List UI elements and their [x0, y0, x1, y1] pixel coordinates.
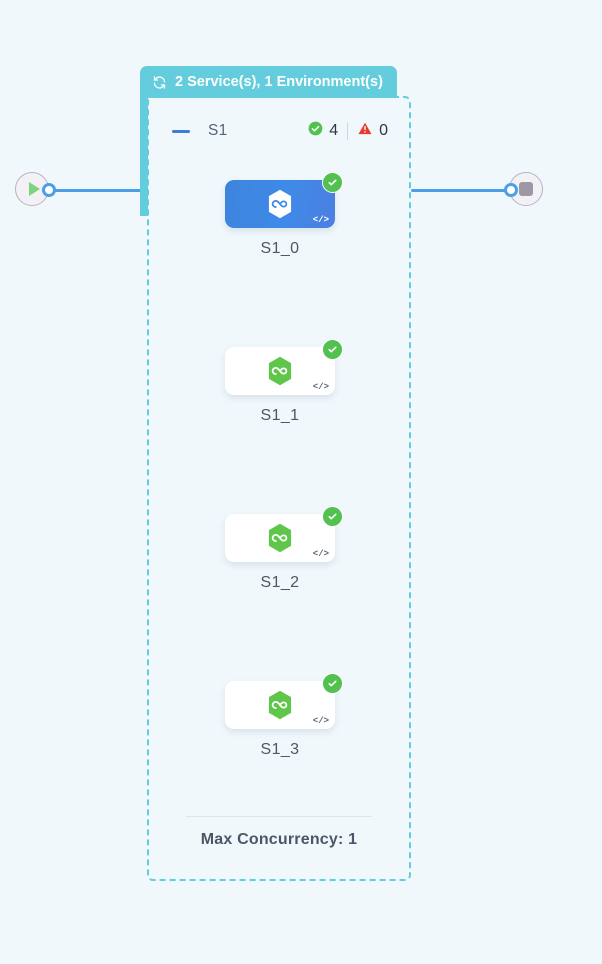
node-label: S1_0 [260, 240, 300, 257]
service-node[interactable]: </> S1_3 [225, 673, 343, 759]
group-header-label: 2 Service(s), 1 Environment(s) [175, 74, 383, 90]
play-icon [28, 182, 40, 196]
status-error: 0 [357, 121, 388, 141]
footer-divider [186, 816, 372, 817]
hexagon-infinity-icon [263, 521, 297, 555]
service-node[interactable]: </> S1_0 [225, 172, 343, 258]
code-icon[interactable]: </> [312, 215, 329, 225]
node-label: S1_1 [260, 407, 300, 424]
edge-start-to-group[interactable] [48, 189, 148, 192]
service-node[interactable]: </> S1_1 [225, 339, 343, 425]
check-circle-icon [322, 339, 343, 360]
hexagon-infinity-icon [263, 688, 297, 722]
group-status-summary: 4 0 [308, 121, 388, 141]
check-circle-icon [322, 172, 343, 193]
node-card-s1-3[interactable]: </> [225, 673, 343, 729]
node-label: S1_3 [260, 741, 300, 758]
node-label: S1_2 [260, 574, 300, 591]
check-circle-icon [308, 121, 323, 141]
group-header-tab[interactable]: 2 Service(s), 1 Environment(s) [140, 66, 397, 98]
warning-triangle-icon [357, 121, 373, 141]
code-icon[interactable]: </> [312, 382, 329, 392]
service-node[interactable]: </> S1_2 [225, 506, 343, 592]
error-count: 0 [379, 122, 388, 139]
node-card-s1-1[interactable]: </> [225, 339, 343, 395]
hexagon-infinity-icon [263, 187, 297, 221]
hexagon-infinity-icon [263, 354, 297, 388]
start-node-output-handle[interactable] [42, 183, 56, 197]
edge-group-to-end[interactable] [411, 189, 511, 192]
end-node-input-handle[interactable] [504, 183, 518, 197]
check-circle-icon [322, 506, 343, 527]
sync-icon [152, 75, 167, 90]
node-card-s1-0[interactable]: </> [225, 172, 343, 228]
group-left-spine [140, 96, 148, 216]
status-divider [347, 122, 349, 140]
group-name-label: S1 [208, 122, 228, 139]
check-circle-icon [322, 673, 343, 694]
max-concurrency-label: Max Concurrency: 1 [200, 831, 358, 848]
code-icon[interactable]: </> [312, 549, 329, 559]
group-toolbar: S1 4 0 [172, 117, 388, 145]
node-card-s1-2[interactable]: </> [225, 506, 343, 562]
status-success: 4 [308, 121, 338, 141]
code-icon[interactable]: </> [312, 716, 329, 726]
success-count: 4 [329, 122, 339, 139]
stop-icon [519, 182, 533, 196]
minus-icon[interactable] [172, 129, 190, 133]
